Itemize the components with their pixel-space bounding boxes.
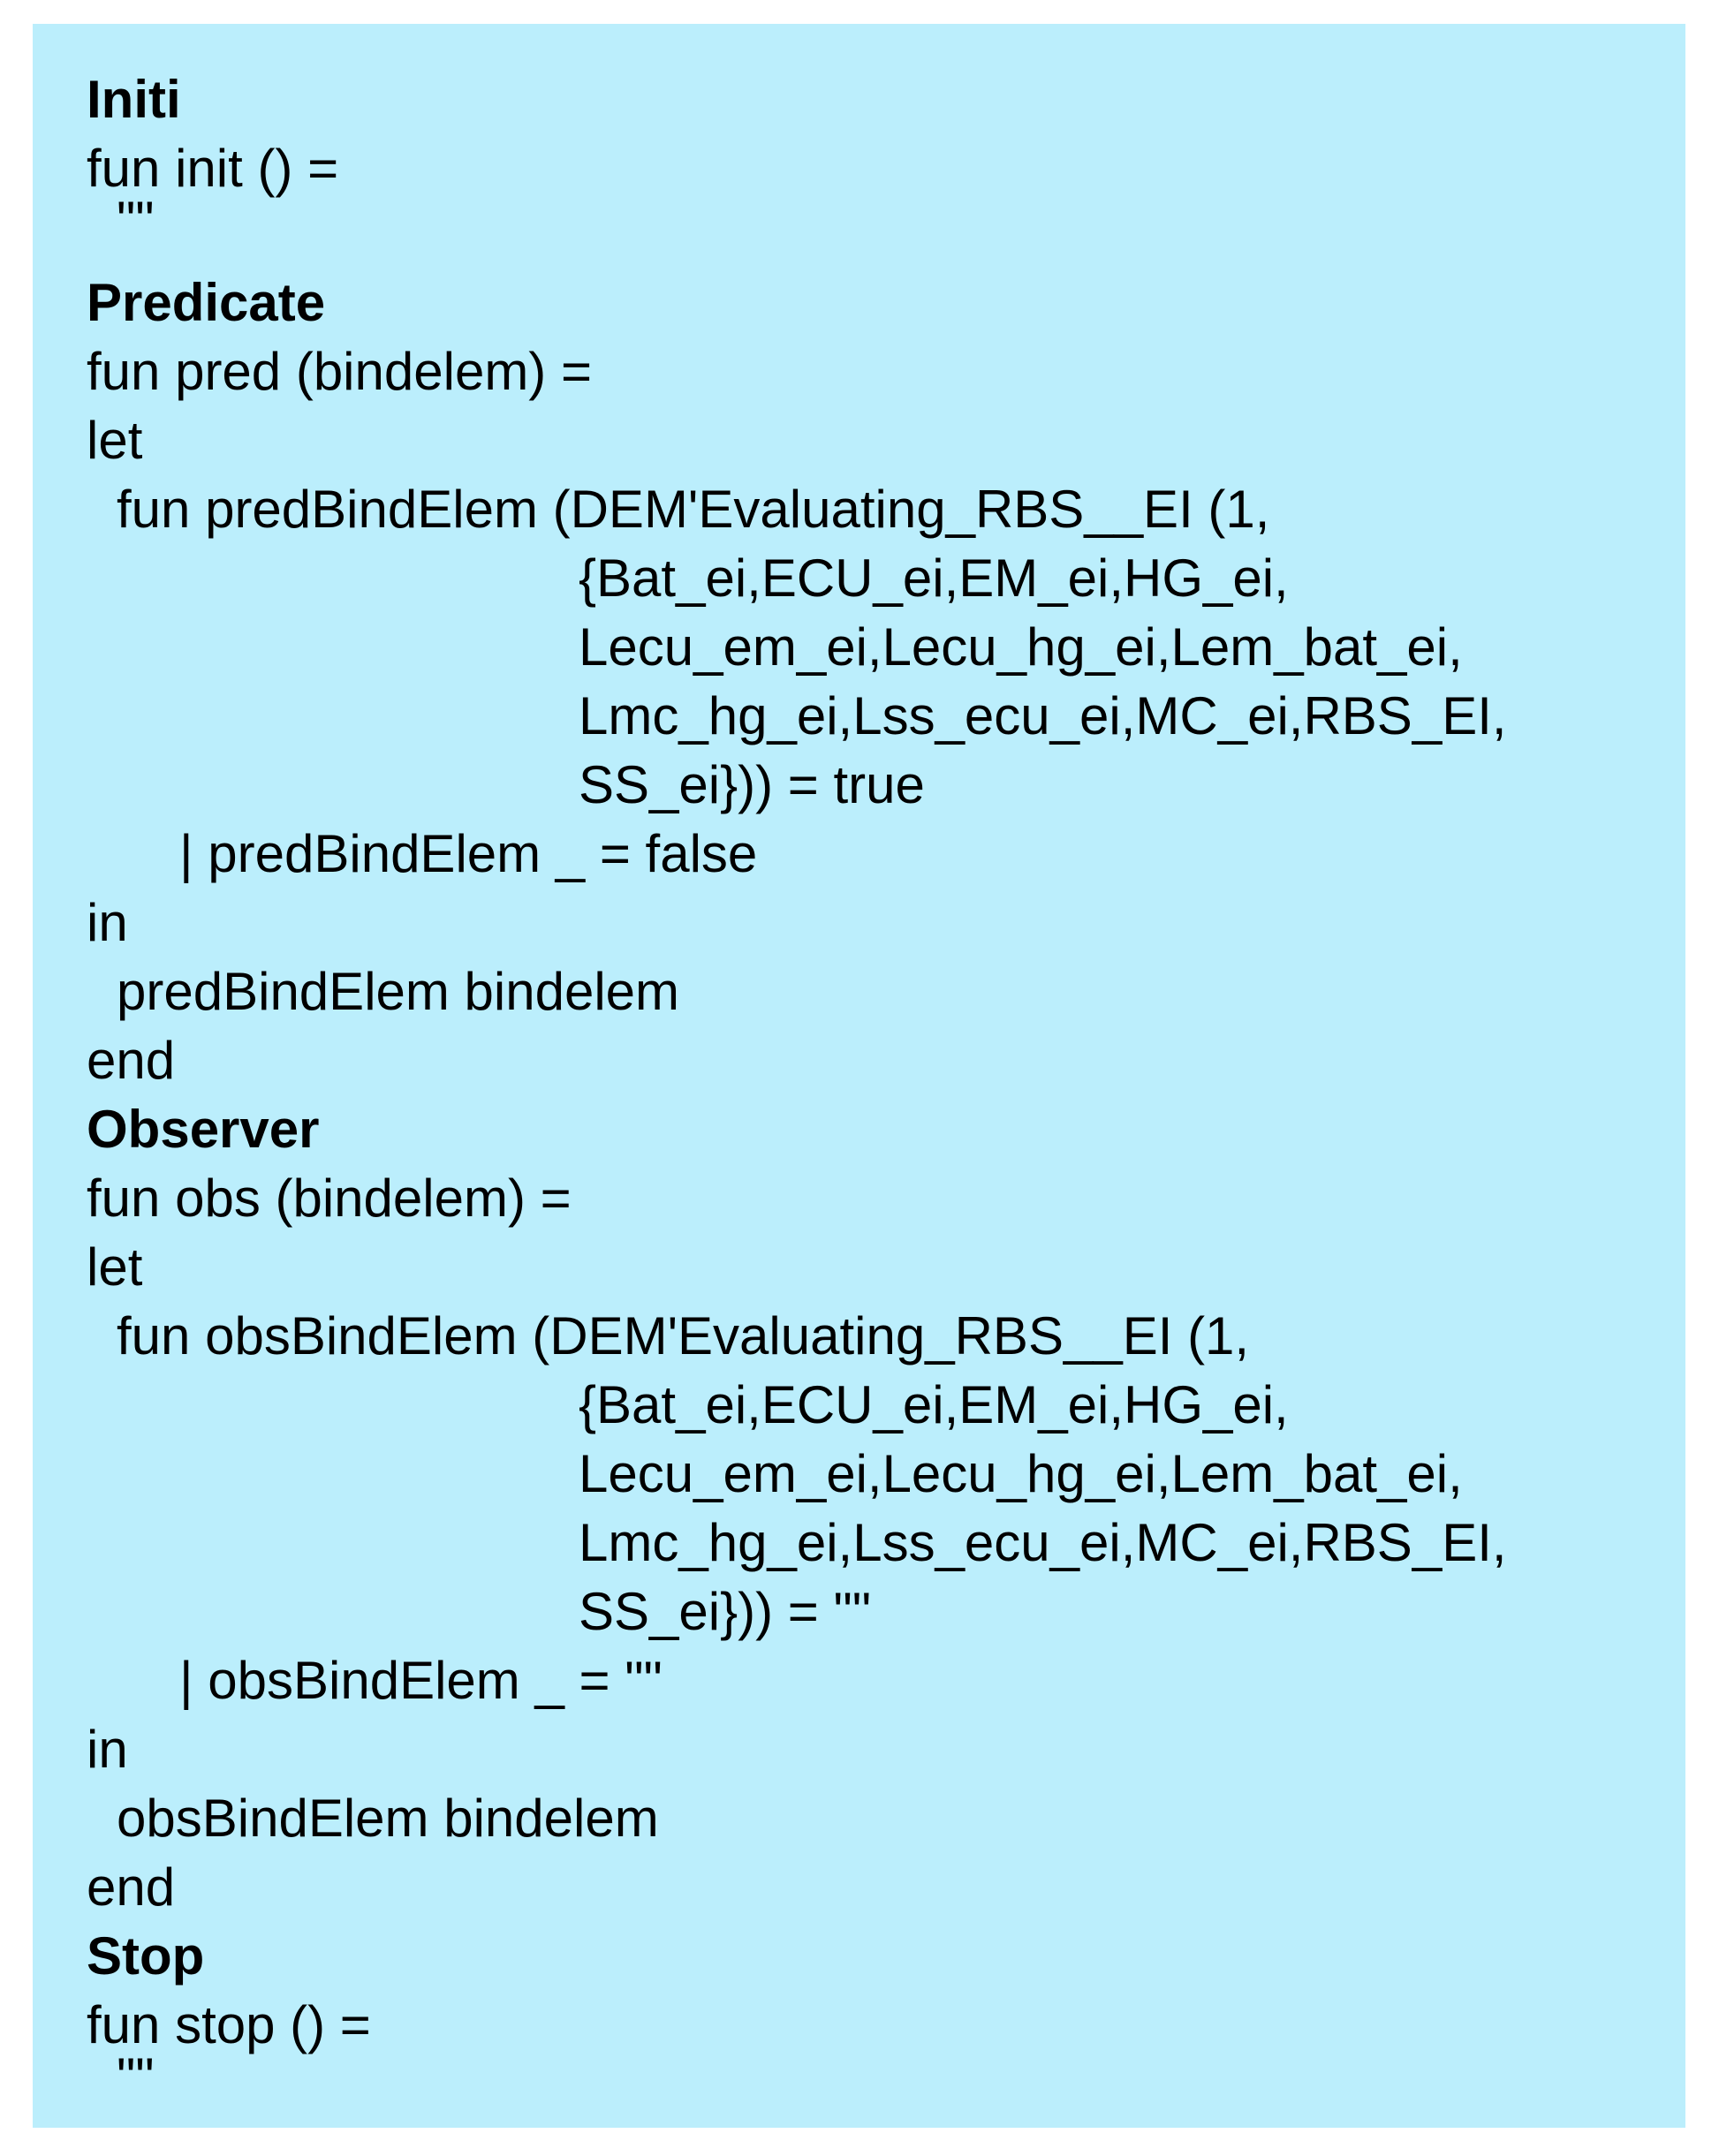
code-line: Lecu_em_ei,Lecu_hg_ei,Lem_bat_ei, [579, 1444, 1463, 1503]
code-line: fun obsBindElem (DEM'Evaluating_RBS__EI … [117, 1306, 1250, 1365]
code-line: obsBindElem bindelem [117, 1789, 659, 1848]
section-heading-observer: Observer [87, 1100, 320, 1159]
code-line: fun predBindElem (DEM'Evaluating_RBS__EI… [117, 480, 1270, 539]
section-heading-init: Initi [87, 70, 181, 129]
code-line: end [87, 1857, 176, 1917]
code-line: | obsBindElem _ = "" [179, 1651, 663, 1710]
code-line: let [87, 1237, 143, 1297]
code-line: "" [117, 191, 155, 250]
code-line: Lecu_em_ei,Lecu_hg_ei,Lem_bat_ei, [579, 617, 1463, 677]
code-line: fun pred (bindelem) = [87, 342, 592, 401]
code-line: SS_ei})) = true [579, 755, 925, 814]
code-line: "" [117, 2047, 155, 2107]
code-line: SS_ei})) = "" [579, 1582, 872, 1641]
code-line: in [87, 893, 128, 952]
code-line: end [87, 1031, 176, 1090]
code-line: predBindElem bindelem [117, 962, 680, 1021]
section-heading-predicate: Predicate [87, 273, 326, 332]
section-heading-stop: Stop [87, 1926, 205, 1986]
code-line: fun init () = [87, 139, 339, 198]
code-line: in [87, 1720, 128, 1779]
code-line: Lmc_hg_ei,Lss_ecu_ei,MC_ei,RBS_EI, [579, 1513, 1507, 1572]
code-line: fun stop () = [87, 1995, 371, 2054]
code-line: fun obs (bindelem) = [87, 1169, 572, 1228]
code-line: {Bat_ei,ECU_ei,EM_ei,HG_ei, [579, 548, 1289, 608]
code-panel: Initi fun init () = "" Predicate fun pre… [33, 24, 1685, 2128]
code-line: {Bat_ei,ECU_ei,EM_ei,HG_ei, [579, 1375, 1289, 1434]
code-line: Lmc_hg_ei,Lss_ecu_ei,MC_ei,RBS_EI, [579, 686, 1507, 745]
code-line: let [87, 411, 143, 470]
code-line: | predBindElem _ = false [179, 824, 758, 883]
